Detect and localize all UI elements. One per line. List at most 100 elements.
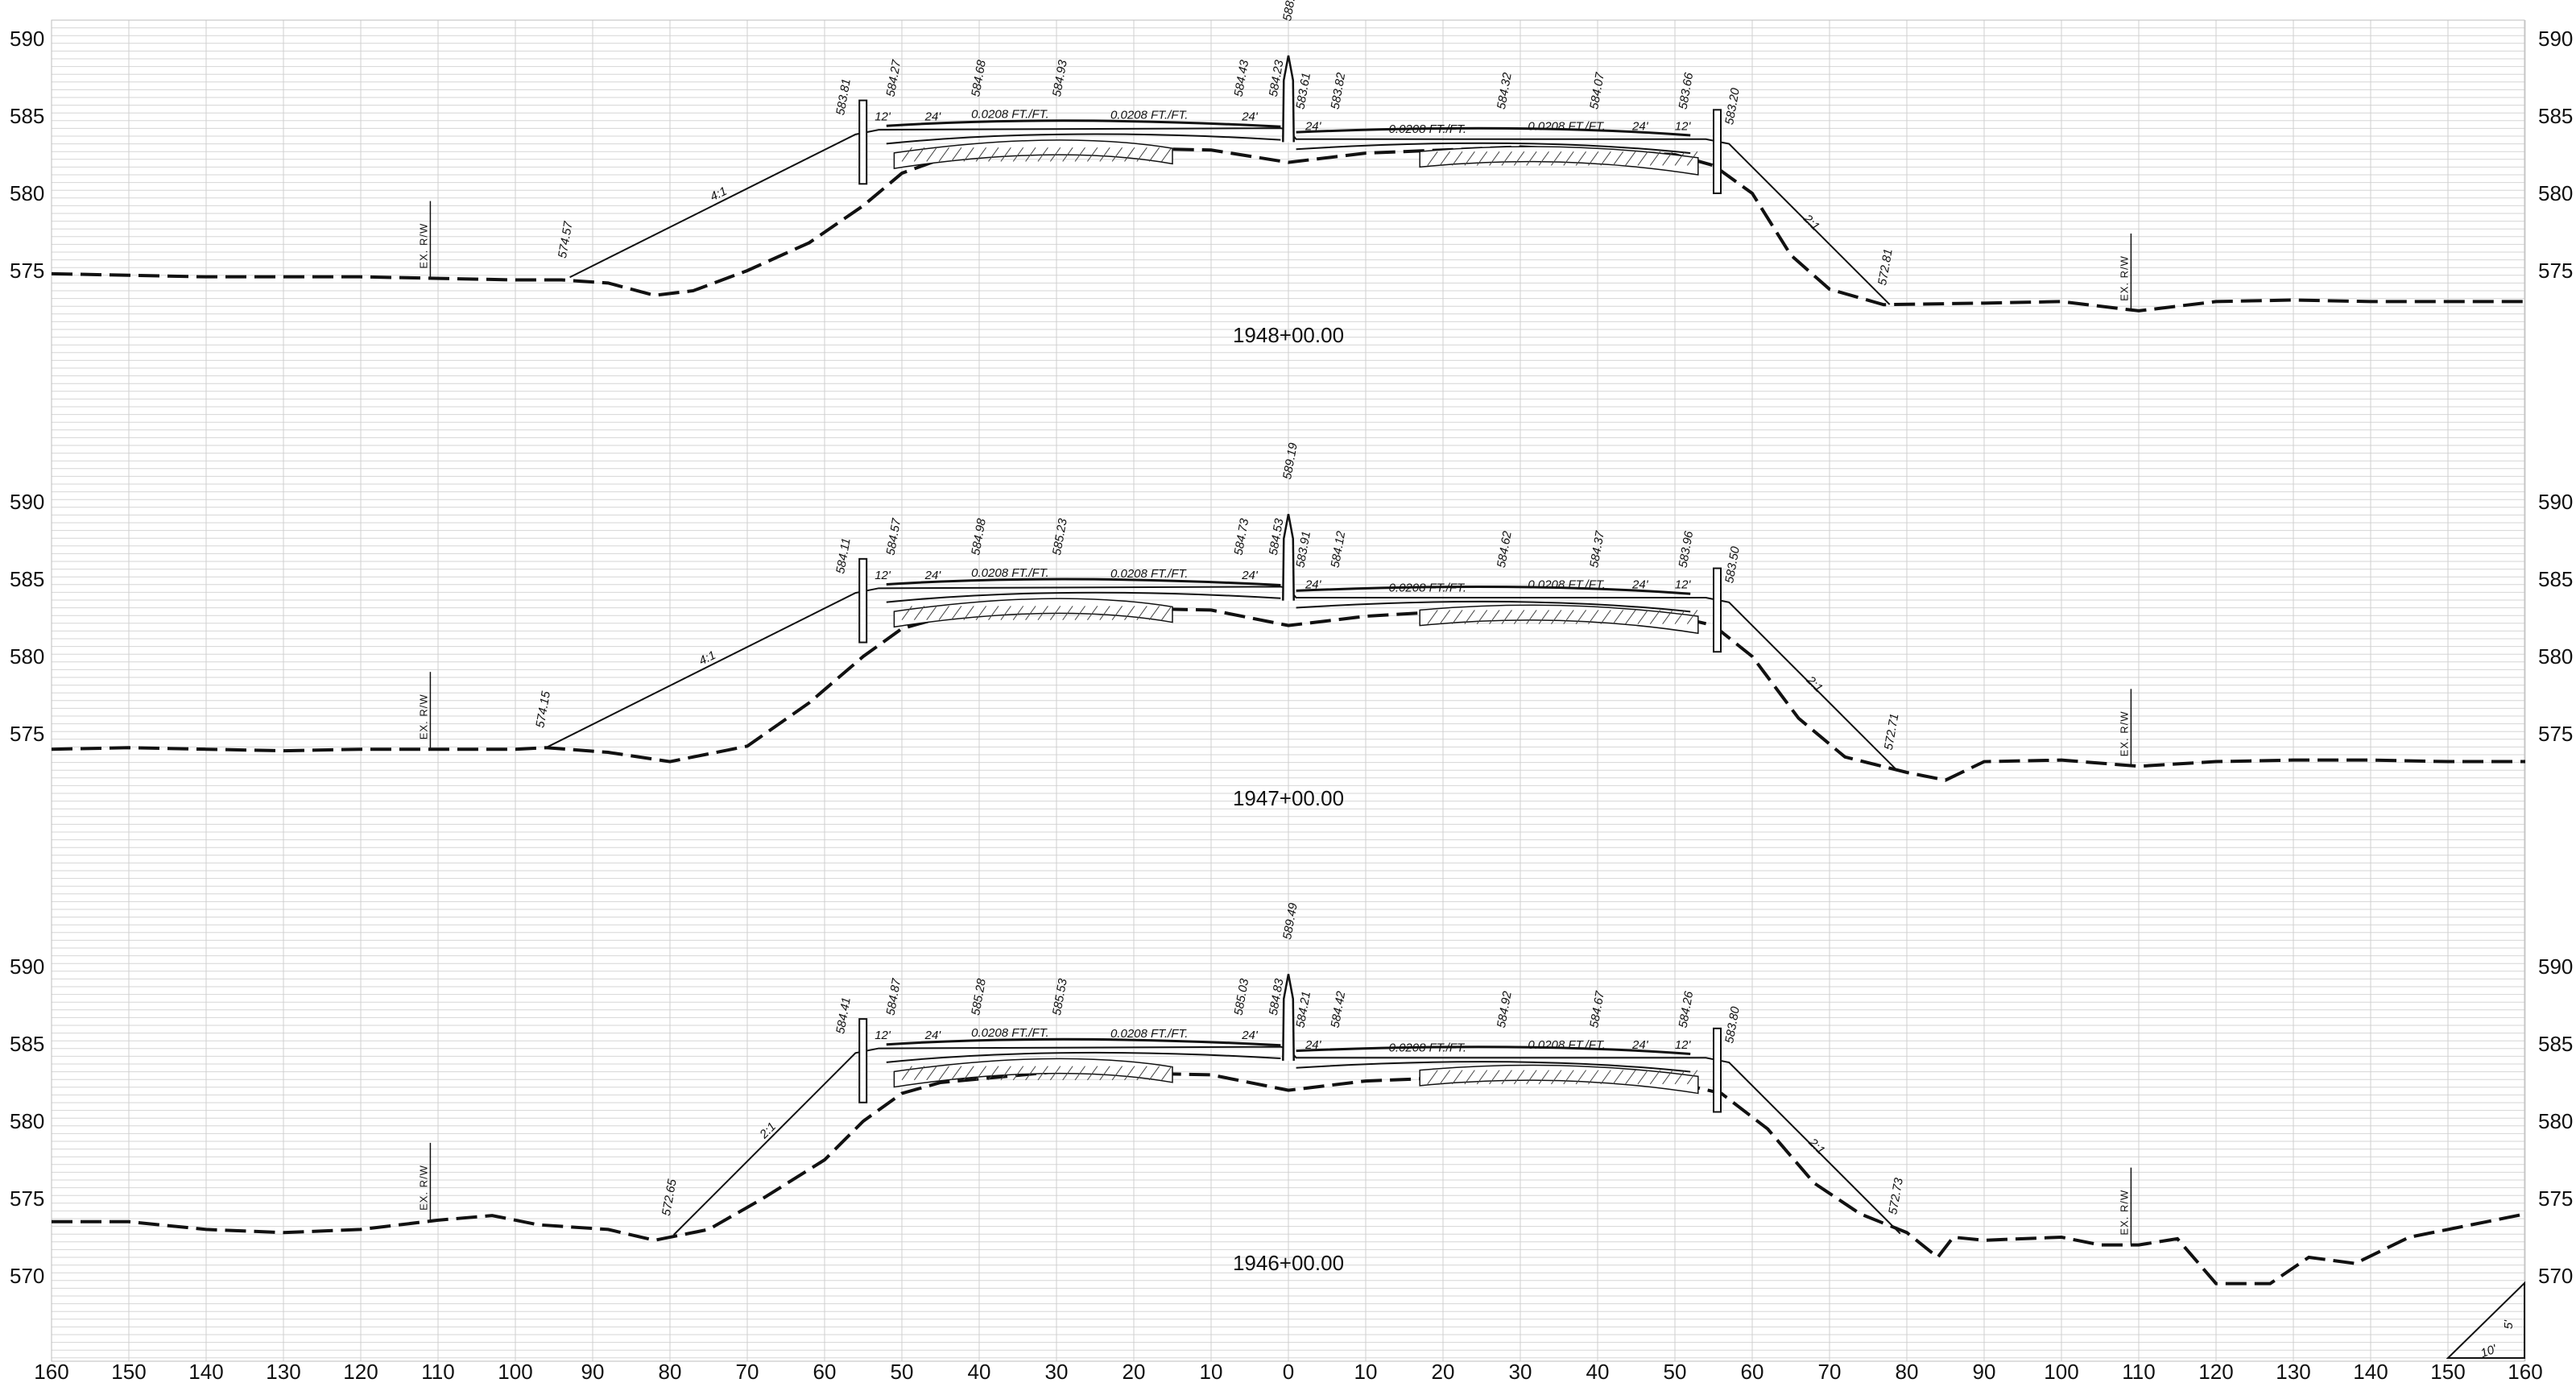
grid-border (51, 19, 2525, 1362)
offset-label: 60 (813, 1360, 837, 1384)
hatch-line (1501, 1070, 1512, 1085)
right-of-way-label: EX. R/W (2118, 710, 2130, 756)
hatch-line (1074, 147, 1085, 162)
finished-grade-elevation-left: 584.87 (884, 977, 904, 1016)
curb (858, 99, 868, 185)
toe-right-elevation: 572.81 (1875, 248, 1896, 287)
finished-grade-elevation-right: 584.37 (1587, 529, 1607, 569)
elevation-label-right: 585 (2538, 104, 2573, 128)
hatch-line (1550, 1070, 1562, 1085)
right-of-way-label: EX. R/W (2118, 1190, 2130, 1236)
pavement-left (886, 578, 1281, 586)
elevation-label-left: 590 (10, 27, 44, 51)
hatch-line (938, 147, 949, 162)
curb (1713, 109, 1722, 195)
hatch-line (1686, 610, 1698, 624)
hatch-line (1000, 147, 1011, 162)
hatch-line (926, 606, 937, 620)
hatch-line (1526, 151, 1537, 166)
elevation-label-right: 575 (2538, 259, 2573, 283)
scale-triangle: 10'5' (2446, 1281, 2525, 1360)
hatch-line (1464, 151, 1475, 166)
side-slope-label-left: 4:1 (697, 648, 717, 668)
hatch-line (1637, 610, 1648, 624)
subgrade-outline (893, 598, 1173, 628)
finished-grade-elevation-left: 585.03 (1232, 977, 1252, 1016)
hatch-line (1099, 147, 1110, 162)
pavement-base-left (886, 591, 1281, 603)
pavement-base-right (1296, 1061, 1691, 1073)
cross-slope-label: 0.0208 FT./FT. (971, 1026, 1048, 1040)
cross-slope-label: 0.0208 FT./FT. (1389, 1041, 1466, 1055)
pavement-base-left (886, 133, 1281, 145)
offset-label: 90 (1973, 1360, 1996, 1384)
hatch-line (1501, 610, 1512, 624)
lane-width-label: 24' (924, 1029, 942, 1042)
curb (858, 557, 868, 644)
side-slope-label-left: 2:1 (757, 1120, 779, 1141)
hatch-line (1427, 610, 1438, 624)
hatch-line (1649, 610, 1661, 624)
elevation-label-right: 585 (2538, 567, 2573, 591)
hatch-line (1037, 606, 1048, 620)
offset-label: 100 (2044, 1360, 2078, 1384)
hatch-line (1563, 610, 1574, 624)
cross-slope-label: 0.0208 FT./FT. (1528, 578, 1605, 592)
hatch-line (1427, 151, 1438, 166)
offset-label: 160 (34, 1360, 68, 1384)
scale-vertical-label: 5' (2502, 1319, 2516, 1329)
elevation-label-left: 580 (10, 644, 44, 669)
offset-label: 70 (736, 1360, 759, 1384)
hatch-line (1563, 1070, 1574, 1085)
hatch-line (1049, 606, 1061, 620)
elevation-label-right: 590 (2538, 27, 2573, 51)
curb (1713, 1027, 1722, 1113)
hatch-line (1049, 1066, 1061, 1081)
hatch-line (1612, 1070, 1624, 1085)
hatch-line (1649, 1070, 1661, 1085)
hatch-line (1662, 1070, 1673, 1085)
hatch-line (1588, 610, 1599, 624)
finished-grade-elevation-right: 584.62 (1495, 529, 1515, 569)
hatch-line (1686, 151, 1698, 166)
hatch-line (938, 1066, 949, 1081)
station-label: 1948+00.00 (1233, 323, 1344, 347)
hatch-line (1037, 1066, 1048, 1081)
hatch-line (1489, 151, 1500, 166)
hatch-line (1625, 1070, 1636, 1085)
hatch-line (1464, 1070, 1475, 1085)
toe-left-elevation: 574.57 (556, 220, 576, 259)
hatch-line (1148, 606, 1160, 620)
hatch-line (1111, 606, 1123, 620)
hatch-line (1674, 1070, 1685, 1085)
cross-slope-label: 0.0208 FT./FT. (971, 108, 1048, 122)
hatch-line (1099, 606, 1110, 620)
side-slope-label-left: 4:1 (708, 184, 729, 204)
pavement-base-left (886, 1051, 1281, 1063)
hatch-line (1025, 1066, 1036, 1081)
hatch-line (1550, 151, 1562, 166)
lane-width-label: 12' (1675, 1038, 1692, 1052)
hatch-line (963, 147, 974, 162)
hatch-line (975, 606, 987, 620)
lane-width-label: 12' (875, 1029, 891, 1042)
finished-grade-elevation-left: 584.43 (1232, 59, 1252, 98)
proposed-template-line (547, 586, 1897, 770)
hatch-line (1600, 151, 1611, 166)
finished-grade-elevation-right: 584.42 (1329, 990, 1349, 1029)
hatch-line (975, 147, 987, 162)
hatch-line (963, 606, 974, 620)
hatch-line (1538, 610, 1549, 624)
offset-label: 120 (343, 1360, 378, 1384)
lane-width-label: 24' (1305, 119, 1322, 133)
elevation-label-right: 580 (2538, 1109, 2573, 1133)
toe-right-elevation: 572.73 (1886, 1176, 1906, 1215)
offset-label: 90 (581, 1360, 605, 1384)
hatch-line (1037, 147, 1048, 162)
hatch-line (1625, 151, 1636, 166)
subgrade-outline (1419, 1064, 1699, 1095)
hatch-line (1012, 606, 1024, 620)
lane-width-label: 24' (1241, 1029, 1259, 1042)
cross-slope-label: 0.0208 FT./FT. (1389, 122, 1466, 136)
proposed-template-line (569, 127, 1891, 305)
